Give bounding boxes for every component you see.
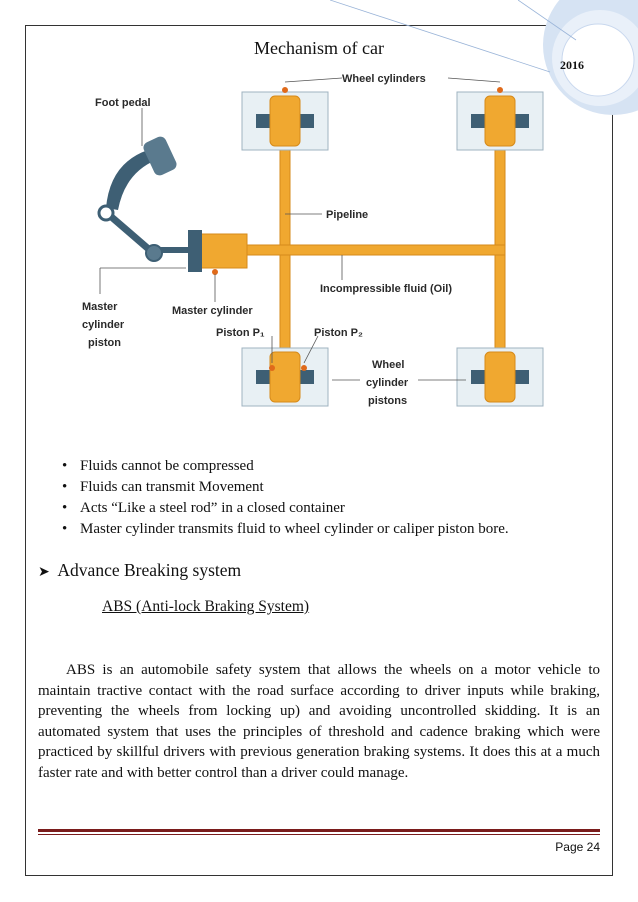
- label-wheel-pistons-line3: pistons: [368, 395, 407, 407]
- footer-rule-thin: [38, 834, 600, 835]
- label-pipeline: Pipeline: [326, 209, 368, 221]
- label-wheel-pistons-line1: Wheel: [372, 359, 404, 371]
- label-wheel-pistons-line2: cylinder: [366, 377, 409, 389]
- label-wheel-cylinders: Wheel cylinders: [342, 73, 426, 85]
- subheading: ABS (Anti-lock Braking System): [102, 598, 310, 615]
- wheel-cylinder-top-left: [241, 87, 329, 151]
- list-item: Fluids cannot be compressed: [62, 456, 509, 477]
- label-foot-pedal: Foot pedal: [95, 97, 151, 109]
- wheel-cylinder-top-right: [456, 87, 544, 151]
- corner-line: [330, 0, 551, 73]
- master-cylinder: [160, 230, 248, 275]
- section-heading: ➤ Advance Breaking system: [38, 560, 241, 581]
- wheel-cylinder-bottom-right: [456, 347, 544, 407]
- pipeline: [244, 147, 506, 369]
- page-border: [25, 25, 613, 876]
- label-master-piston-line1: Master: [82, 301, 118, 313]
- label-master-cylinder: Master cylinder: [172, 305, 253, 317]
- list-item: Fluids can transmit Movement: [62, 477, 509, 498]
- brake-diagram: Wheel cylinders Foot pedal Pipeline Inco…: [82, 73, 544, 407]
- list-item: Acts “Like a steel rod” in a closed cont…: [62, 498, 509, 519]
- label-piston-p1: Piston P₁: [216, 327, 265, 339]
- page-number: Page 24: [555, 840, 600, 854]
- section-heading-text: Advance Breaking system: [57, 560, 242, 580]
- fluid-properties-list: Fluids cannot be compressed Fluids can t…: [62, 456, 509, 540]
- label-master-piston-line2: cylinder: [82, 319, 125, 331]
- abs-paragraph: ABS is an automobile safety system that …: [38, 662, 600, 781]
- list-item: Master cylinder transmits fluid to wheel…: [62, 519, 509, 540]
- page-title: Mechanism of car: [254, 38, 384, 58]
- label-fluid: Incompressible fluid (Oil): [320, 283, 452, 295]
- footer-rule-thick: [38, 829, 600, 832]
- year-label: 2016: [560, 58, 584, 72]
- corner-decoration: [518, 0, 638, 115]
- label-master-piston-line3: piston: [88, 337, 121, 349]
- wheel-cylinder-bottom-left: [241, 347, 329, 407]
- arrow-bullet-icon: ➤: [38, 565, 50, 580]
- label-piston-p2: Piston P₂: [314, 327, 363, 339]
- foot-pedal: [97, 136, 177, 262]
